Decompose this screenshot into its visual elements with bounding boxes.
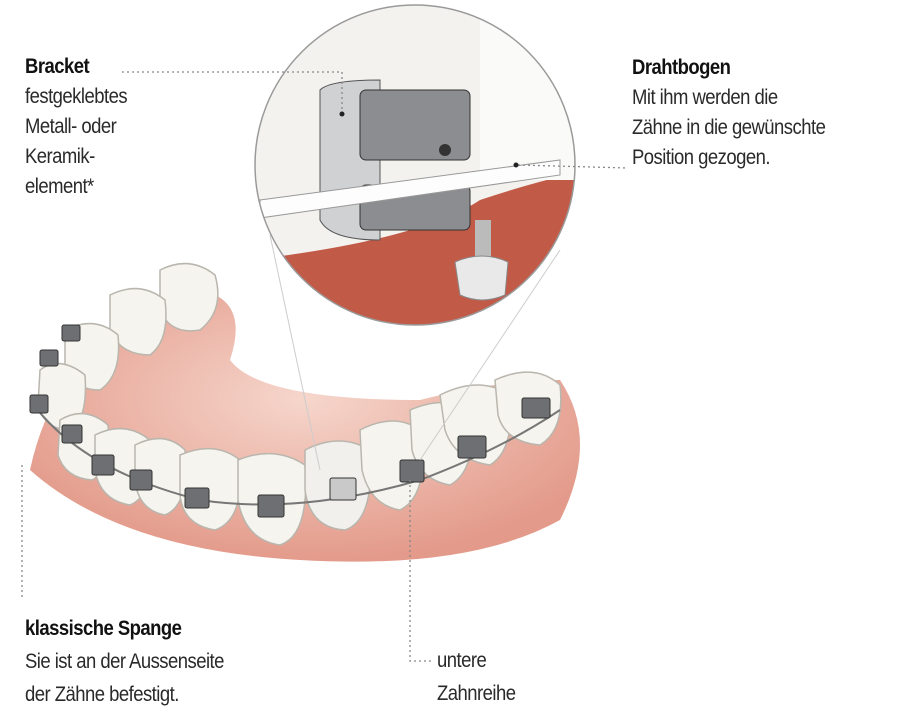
label-zahnreihe: untere Zahnreihe — [437, 644, 516, 710]
label-bracket: Bracket festgeklebtes Metall- oder Keram… — [25, 52, 128, 202]
zahnreihe-text: Zahnreihe — [437, 682, 516, 705]
bracket-text: element* — [25, 175, 94, 198]
drahtbogen-title: Drahtbogen — [632, 56, 731, 79]
label-drahtbogen: Drahtbogen Mit ihm werden die Zähne in d… — [632, 53, 826, 173]
spange-text: der Zähne befestigt. — [25, 683, 179, 706]
leader-lines — [21, 71, 629, 662]
drahtbogen-text: Position gezogen. — [632, 146, 770, 169]
label-spange: klassische Spange Sie ist an der Aussens… — [25, 612, 224, 711]
bracket-title: Bracket — [25, 55, 90, 78]
brackets — [29, 324, 551, 518]
drahtbogen-text: Mit ihm werden die — [632, 86, 778, 109]
drahtbogen-text: Zähne in die gewünschte — [632, 116, 826, 139]
magnified-bracket — [255, 5, 575, 325]
zahnreihe-text: untere — [437, 649, 487, 672]
bracket-text: Keramik- — [25, 145, 95, 168]
bracket-text: festgeklebtes — [25, 85, 128, 108]
bracket-text: Metall- oder — [25, 115, 117, 138]
spange-text: Sie ist an der Aussenseite — [25, 650, 224, 673]
spange-title: klassische Spange — [25, 617, 182, 640]
